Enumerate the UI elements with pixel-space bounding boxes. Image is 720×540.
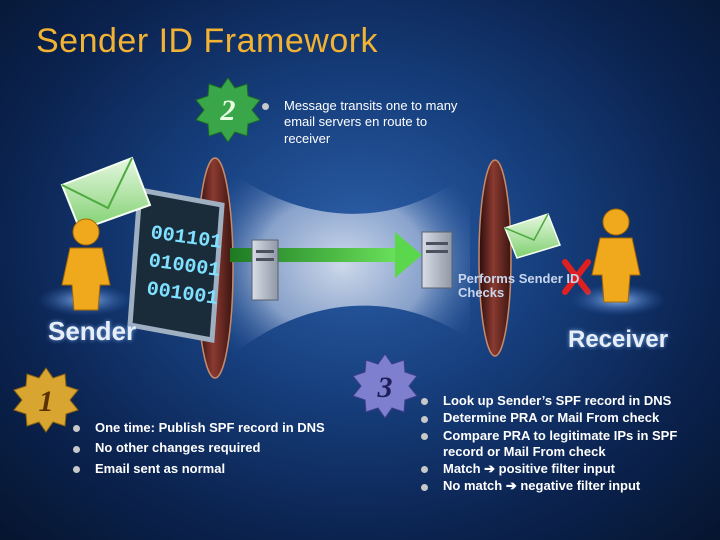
step-3-bullet: Compare PRA to legitimate IPs in SPF rec… — [421, 428, 711, 461]
step-1-badge-icon: 1 — [13, 367, 79, 433]
step-1-bullet: No other changes required — [73, 440, 373, 456]
step-3-number: 3 — [377, 371, 393, 404]
slide-title: Sender ID Framework — [36, 22, 379, 60]
sender-person-icon — [61, 218, 111, 311]
step-3-bullet: Match ➔ positive filter input — [421, 461, 711, 477]
receiver-person-icon — [591, 208, 641, 303]
right-lens — [478, 159, 512, 357]
step-2-bullet: Message transits one to many email serve… — [262, 98, 462, 147]
reject-x-icon — [562, 259, 591, 295]
step-3-bullet: Determine PRA or Mail From check — [421, 410, 711, 426]
step-3-badge-icon: 3 — [352, 353, 418, 419]
funnel-shape — [215, 160, 470, 370]
step-2-number: 2 — [220, 94, 236, 127]
middle-server-icon — [251, 239, 279, 301]
binary-screen-icon: 001101 010001 001001 — [127, 187, 225, 343]
receiver-server-icon — [421, 231, 453, 289]
step-3-bullet: No match ➔ negative filter input — [421, 478, 711, 494]
step-3-bullet: Look up Sender’s SPF record in DNS — [421, 393, 711, 409]
receiver-label: Receiver — [568, 326, 669, 353]
sender-envelope-icon — [60, 156, 152, 232]
step-1-bullet: Email sent as normal — [73, 461, 373, 477]
step-3-bullets: Look up Sender’s SPF record in DNS Deter… — [421, 393, 711, 496]
step-1-bullet: One time: Publish SPF record in DNS — [73, 420, 373, 436]
step-2-badge-icon: 2 — [195, 77, 261, 143]
sender-label: Sender — [48, 316, 137, 346]
receiver-envelope-icon — [504, 213, 561, 259]
step-2-bullets: Message transits one to many email serve… — [262, 98, 462, 147]
sender-id-checks-label: Performs Sender ID Checks — [458, 271, 580, 301]
step-1-bullets: One time: Publish SPF record in DNS No o… — [73, 420, 373, 481]
step-1-number: 1 — [39, 385, 54, 418]
